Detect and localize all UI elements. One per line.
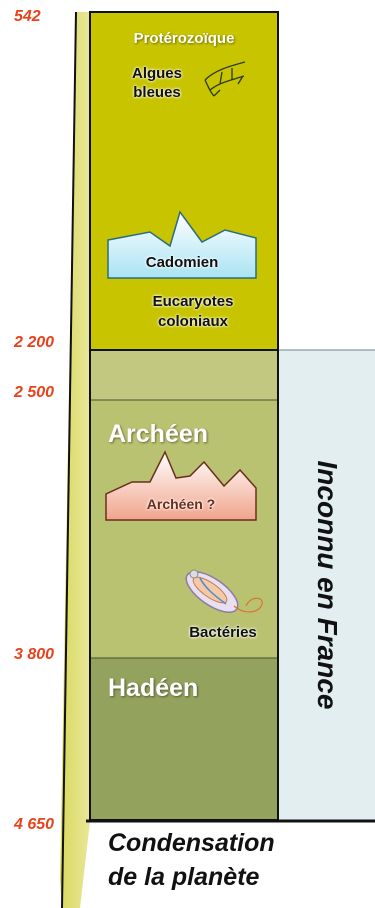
age-label-542: 542 — [14, 8, 78, 26]
age-label-4650: 4 650 — [14, 816, 78, 834]
archean-title: Archéen — [108, 420, 208, 449]
age-label-2500: 2 500 — [14, 384, 78, 402]
algae-label-line2: bleues — [112, 83, 202, 102]
footer-line2: de la planète — [108, 860, 368, 894]
footer-caption: Condensation de la planète — [108, 826, 368, 894]
footer-line1: Condensation — [108, 826, 368, 860]
archean-question-label: Archéen ? — [106, 496, 256, 512]
bacteria-label: Bactéries — [168, 624, 278, 641]
unknown-in-france-note: Inconnu en France — [278, 350, 375, 820]
algae-label-line1: Algues — [112, 64, 202, 83]
algae-label: Algues bleues — [112, 64, 202, 102]
hadean-title: Hadéen — [108, 674, 198, 703]
unknown-in-france-text: Inconnu en France — [311, 461, 343, 710]
proterozoic-title: Protérozoïque — [90, 30, 278, 47]
cadomian-label: Cadomien — [108, 254, 256, 271]
age-label-3800: 3 800 — [14, 646, 78, 664]
transition-band — [90, 350, 278, 400]
eucaryotes-label-line1: Eucaryotes — [100, 292, 286, 312]
eucaryotes-label-line2: coloniaux — [100, 312, 286, 332]
eucaryotes-label: Eucaryotes coloniaux — [100, 292, 286, 332]
age-label-2200: 2 200 — [14, 334, 78, 352]
